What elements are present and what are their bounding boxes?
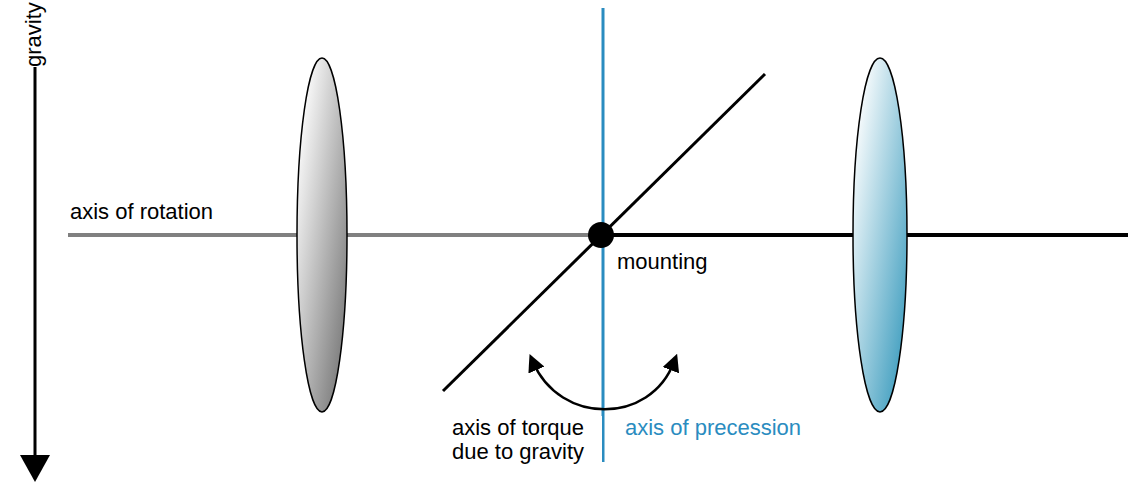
axis-label: axis of rotation bbox=[70, 200, 213, 224]
gravity-arrow bbox=[34, 8, 37, 462]
axis-label: axis of precession bbox=[625, 416, 801, 440]
flywheel-disc bbox=[853, 58, 907, 412]
rotation-axis bbox=[345, 233, 600, 237]
rotation-axis bbox=[905, 233, 1128, 237]
flywheel-disc bbox=[297, 58, 347, 412]
part-label: mounting bbox=[617, 250, 708, 274]
axis-label: gravity bbox=[22, 2, 46, 67]
rotation-axis bbox=[600, 233, 860, 237]
mounting-point bbox=[588, 222, 614, 248]
gravity-arrowhead bbox=[20, 455, 50, 482]
precession-arrow bbox=[533, 362, 674, 409]
axis-label: axis of torque due to gravity bbox=[452, 416, 602, 464]
torque-axis bbox=[443, 74, 765, 391]
rotation-axis bbox=[68, 233, 300, 237]
